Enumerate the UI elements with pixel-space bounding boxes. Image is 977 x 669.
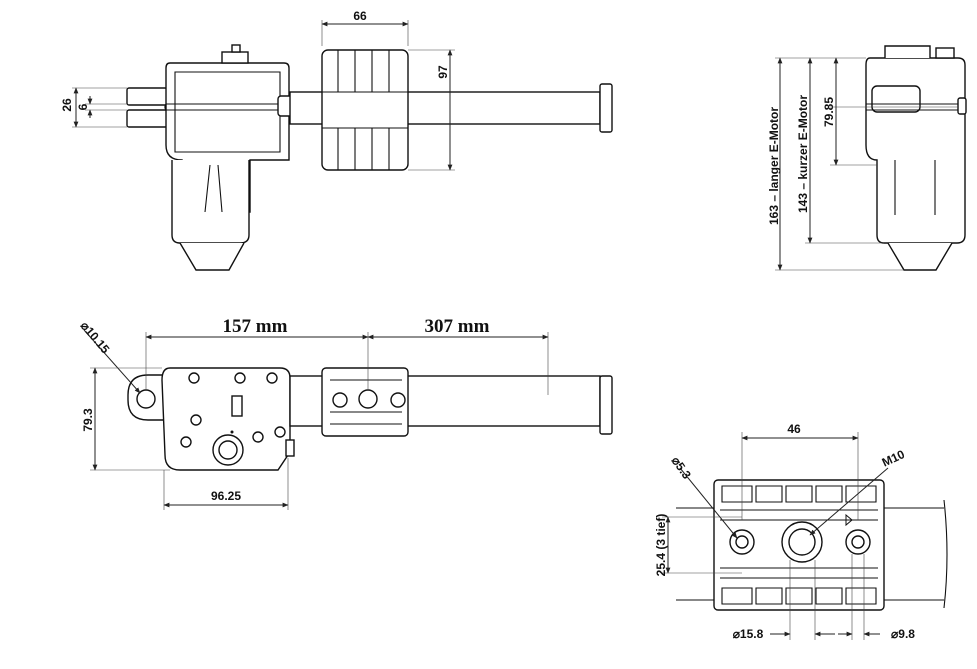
top-view: 157 mm 307 mm ⌀10.15 79.3 96.25 bbox=[78, 316, 613, 510]
dim-96-25: 96.25 bbox=[211, 489, 241, 503]
dim-143: 143 – kurzer E-Motor bbox=[796, 95, 810, 213]
side-view: 66 97 26 6 bbox=[60, 9, 613, 271]
dim-m10: M10 bbox=[880, 447, 907, 470]
dim-26: 26 bbox=[60, 98, 74, 112]
dim-66: 66 bbox=[353, 9, 367, 23]
dim-10-15: ⌀10.15 bbox=[78, 319, 113, 357]
dim-163: 163 – langer E-Motor bbox=[767, 107, 781, 225]
dim-97: 97 bbox=[436, 65, 450, 79]
dim-7985: 79.85 bbox=[822, 97, 836, 127]
dim-5-3: ⌀5.3 bbox=[669, 454, 694, 482]
dim-15-8: ⌀15.8 bbox=[733, 627, 764, 641]
dim-9-8: ⌀9.8 bbox=[891, 627, 915, 641]
dim-25-4: 25.4 (3 tief) bbox=[654, 514, 668, 577]
dim-6: 6 bbox=[76, 103, 90, 110]
dim-46: 46 bbox=[787, 422, 801, 436]
dim-157mm: 157 mm bbox=[223, 316, 288, 337]
dim-307mm: 307 mm bbox=[425, 316, 490, 337]
detail-view: 46 ⌀5.3 M10 25.4 (3 tief) ⌀15.8 ⌀9.8 bbox=[654, 422, 948, 641]
dim-79-3: 79.3 bbox=[81, 408, 95, 432]
end-view: 163 – langer E-Motor 143 – kurzer E-Moto… bbox=[767, 45, 967, 271]
